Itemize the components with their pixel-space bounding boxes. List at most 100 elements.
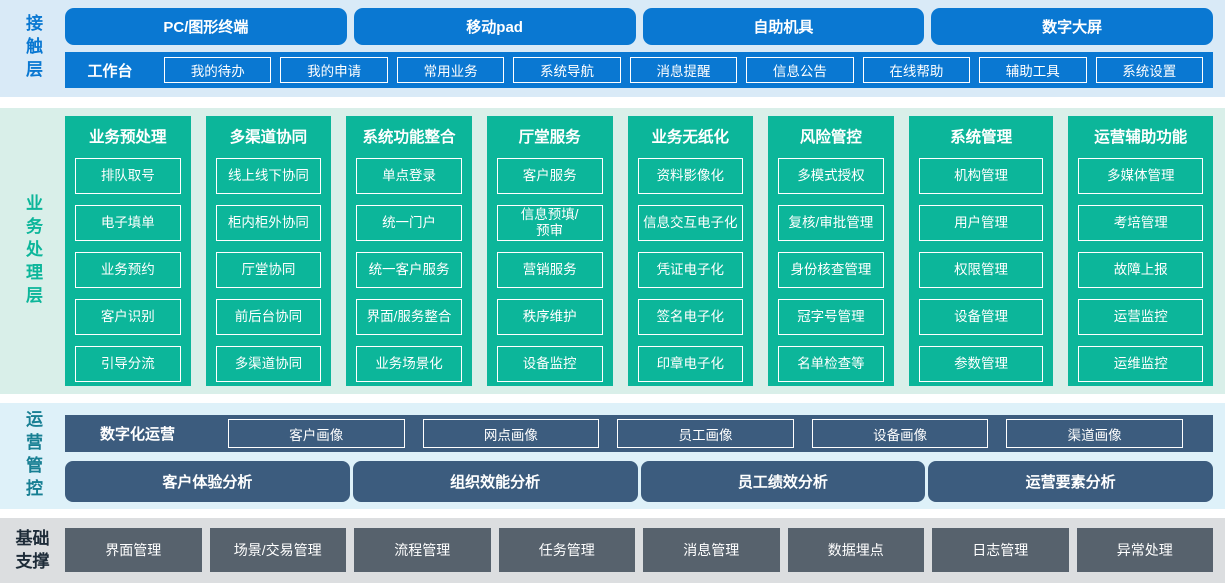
column-item: 排队取号: [75, 158, 181, 194]
business-column-risk: 风险管控 多模式授权 复核/审批管理 身份核查管理 冠字号管理 名单检查等: [768, 116, 894, 386]
foundation-layer-gutter: 基础支撑: [0, 518, 65, 583]
column-item: 客户服务: [496, 158, 603, 194]
business-column-system-mgmt: 系统管理 机构管理 用户管理 权限管理 设备管理 参数管理: [908, 116, 1054, 386]
digital-operations-label: 数字化运营: [99, 426, 175, 443]
foundation-layer: 基础支撑 界面管理 场景/交易管理 流程管理 任务管理 消息管理 数据埋点 日志…: [0, 518, 1225, 583]
business-column-paperless: 业务无纸化 资料影像化 信息交互电子化 凭证电子化 签名电子化 印章电子化: [627, 116, 754, 386]
contact-layer-gutter: 接触层: [0, 0, 65, 97]
analysis-box-ops-elements: 运营要素分析: [928, 461, 1213, 502]
column-title: 厅堂服务: [518, 129, 581, 146]
operations-layer-label: 运营管控: [23, 410, 42, 502]
workbench-item-system-settings: 系统设置: [1095, 57, 1203, 83]
contact-layer-label: 接触层: [23, 14, 42, 83]
foundation-item-process-mgmt: 流程管理: [354, 528, 491, 572]
analysis-row: 客户体验分析 组织效能分析 员工绩效分析 运营要素分析: [65, 461, 1213, 502]
column-item: 权限管理: [918, 252, 1044, 288]
column-item: 客户识别: [75, 299, 181, 335]
analysis-box-org-efficiency: 组织效能分析: [352, 461, 638, 502]
workbench-item-online-help: 在线帮助: [862, 57, 971, 83]
operations-layer: 运营管控 数字化运营 客户画像 网点画像 员工画像 设备画像 渠道画像 客户体验…: [0, 403, 1225, 509]
foundation-row: 界面管理 场景/交易管理 流程管理 任务管理 消息管理 数据埋点 日志管理 异常…: [65, 528, 1213, 572]
workbench-label: 工作台: [87, 62, 133, 80]
business-column-integration: 系统功能整合 单点登录 统一门户 统一客户服务 界面/服务整合 业务场景化: [346, 116, 472, 386]
foundation-layer-content: 界面管理 场景/交易管理 流程管理 任务管理 消息管理 数据埋点 日志管理 异常…: [65, 518, 1225, 583]
business-column-ops-aux: 运营辅助功能 多媒体管理 考培管理 故障上报 运营监控 运维监控: [1068, 116, 1214, 386]
business-layer-content: 业务预处理 排队取号 电子填单 业务预约 客户识别 引导分流 多渠道协同 线上线…: [65, 108, 1225, 394]
column-item: 印章电子化: [637, 346, 744, 382]
workbench-item-todo: 我的待办: [164, 57, 272, 83]
portrait-item-branch: 网点画像: [422, 419, 600, 448]
column-item: 统一门户: [356, 205, 462, 241]
column-item: 秩序维护: [496, 299, 603, 335]
business-column-preprocess: 业务预处理 排队取号 电子填单 业务预约 客户识别 引导分流: [65, 116, 191, 386]
column-item: 业务场景化: [356, 346, 462, 382]
device-box-pad: 移动pad: [353, 8, 636, 45]
column-item: 名单检查等: [778, 346, 884, 382]
workbench-item-common-business: 常用业务: [396, 57, 505, 83]
column-item: 统一客户服务: [356, 252, 462, 288]
workbench-item-announcements: 信息公告: [746, 57, 854, 83]
device-box-pc: PC/图形终端: [65, 8, 347, 45]
column-item: 运营监控: [1078, 299, 1204, 335]
operations-layer-content: 数字化运营 客户画像 网点画像 员工画像 设备画像 渠道画像 客户体验分析 组织…: [65, 403, 1225, 509]
column-title: 风险管控: [799, 129, 862, 146]
column-item: 资料影像化: [637, 158, 744, 194]
column-item: 前后台协同: [215, 299, 322, 335]
foundation-layer-label: 基础支撑: [15, 529, 50, 571]
column-item: 冠字号管理: [778, 299, 884, 335]
contact-layer: 接触层 PC/图形终端 移动pad 自助机具 数字大屏 工作台 我的待办 我的申…: [0, 0, 1225, 97]
column-title: 运营辅助功能: [1094, 129, 1188, 146]
column-item: 信息预填/ 预审: [496, 205, 603, 241]
column-item: 单点登录: [356, 158, 462, 194]
analysis-box-employee-performance: 员工绩效分析: [640, 461, 926, 502]
column-item: 多渠道协同: [215, 346, 322, 382]
foundation-item-data-tracking: 数据埋点: [787, 528, 924, 572]
column-item: 复核/审批管理: [778, 205, 884, 241]
foundation-item-task-mgmt: 任务管理: [498, 528, 635, 572]
column-title: 多渠道协同: [229, 129, 308, 146]
foundation-item-log-mgmt: 日志管理: [932, 528, 1069, 572]
business-layer: 业务处理层 业务预处理 排队取号 电子填单 业务预约 客户识别 引导分流 多渠道…: [0, 108, 1225, 394]
column-item: 设备监控: [496, 346, 603, 382]
column-item: 凭证电子化: [637, 252, 744, 288]
portrait-item-channel: 渠道画像: [1006, 419, 1183, 448]
device-box-selfservice: 自助机具: [642, 8, 925, 45]
workbench-item-aux-tools: 辅助工具: [979, 57, 1087, 83]
column-item: 柜内柜外协同: [215, 205, 322, 241]
column-item: 运维监控: [1078, 346, 1204, 382]
business-columns: 业务预处理 排队取号 电子填单 业务预约 客户识别 引导分流 多渠道协同 线上线…: [65, 116, 1214, 386]
digital-operations-bar: 数字化运营 客户画像 网点画像 员工画像 设备画像 渠道画像: [65, 415, 1213, 452]
column-item: 营销服务: [496, 252, 603, 288]
column-item: 电子填单: [75, 205, 181, 241]
portrait-item-employee: 员工画像: [617, 419, 794, 448]
foundation-item-ui-mgmt: 界面管理: [65, 528, 202, 572]
column-title: 系统管理: [950, 129, 1013, 146]
column-item: 厅堂协同: [215, 252, 322, 288]
column-item: 信息交互电子化: [637, 205, 744, 241]
portrait-item-device: 设备画像: [811, 419, 989, 448]
column-item: 线上线下协同: [215, 158, 322, 194]
device-row: PC/图形终端 移动pad 自助机具 数字大屏: [65, 8, 1213, 45]
column-item: 参数管理: [918, 346, 1044, 382]
analysis-box-customer-experience: 客户体验分析: [65, 461, 350, 502]
workbench-item-applications: 我的申请: [280, 57, 388, 83]
column-item: 界面/服务整合: [356, 299, 462, 335]
column-item: 业务预约: [75, 252, 181, 288]
foundation-item-scene-trade-mgmt: 场景/交易管理: [209, 528, 346, 572]
column-item: 多媒体管理: [1078, 158, 1204, 194]
column-title: 业务无纸化: [651, 129, 730, 146]
business-layer-label: 业务处理层: [23, 193, 42, 309]
workbench-bar: 工作台 我的待办 我的申请 常用业务 系统导航 消息提醒 信息公告 在线帮助 辅…: [65, 52, 1213, 88]
business-column-hall-service: 厅堂服务 客户服务 信息预填/ 预审 营销服务 秩序维护 设备监控: [486, 116, 613, 386]
workbench-item-message-reminder: 消息提醒: [629, 57, 738, 83]
operations-layer-gutter: 运营管控: [0, 403, 65, 509]
column-title: 业务预处理: [89, 129, 167, 146]
foundation-item-message-mgmt: 消息管理: [643, 528, 780, 572]
column-title: 系统功能整合: [362, 129, 456, 146]
column-item: 设备管理: [918, 299, 1044, 335]
column-item: 用户管理: [918, 205, 1044, 241]
column-item: 机构管理: [918, 158, 1044, 194]
column-item: 故障上报: [1078, 252, 1204, 288]
column-item: 多模式授权: [778, 158, 884, 194]
